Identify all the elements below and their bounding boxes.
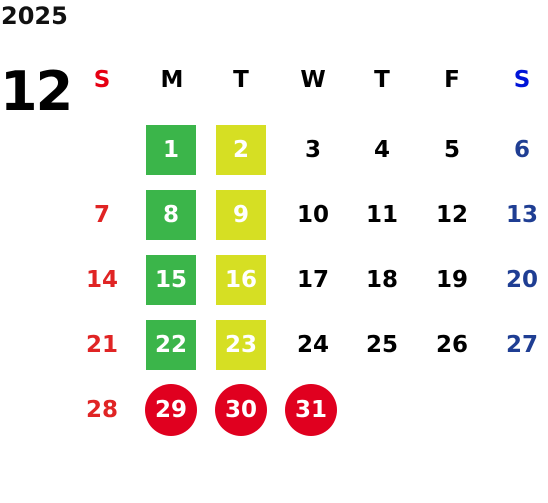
weekday-sun: S (93, 67, 111, 93)
day-19[interactable]: 19 (435, 267, 468, 293)
day-2[interactable]: 2 (216, 125, 266, 175)
day-24[interactable]: 24 (296, 332, 329, 358)
year-label: 2025 (1, 2, 68, 30)
day-21[interactable]: 21 (85, 332, 118, 358)
weekday-mon: M (160, 67, 184, 93)
day-11[interactable]: 11 (365, 202, 398, 228)
day-4[interactable]: 4 (373, 137, 390, 163)
day-31[interactable]: 31 (285, 384, 337, 436)
day-15[interactable]: 15 (146, 255, 196, 305)
day-29[interactable]: 29 (145, 384, 197, 436)
day-13[interactable]: 13 (505, 202, 538, 228)
weekday-fri: F (444, 67, 460, 93)
day-27[interactable]: 27 (505, 332, 538, 358)
weekday-thu: T (374, 67, 390, 93)
day-25[interactable]: 25 (365, 332, 398, 358)
day-22[interactable]: 22 (146, 320, 196, 370)
day-10[interactable]: 10 (296, 202, 329, 228)
day-8[interactable]: 8 (146, 190, 196, 240)
day-5[interactable]: 5 (443, 137, 460, 163)
weekday-sat: S (513, 67, 531, 93)
day-16[interactable]: 16 (216, 255, 266, 305)
weekday-tue: T (233, 67, 249, 93)
day-20[interactable]: 20 (505, 267, 538, 293)
day-6[interactable]: 6 (513, 137, 530, 163)
day-1[interactable]: 1 (146, 125, 196, 175)
day-23[interactable]: 23 (216, 320, 266, 370)
day-17[interactable]: 17 (296, 267, 329, 293)
day-28[interactable]: 28 (85, 397, 118, 423)
month-label: 12 (0, 60, 73, 123)
day-18[interactable]: 18 (365, 267, 398, 293)
day-3[interactable]: 3 (304, 137, 321, 163)
day-9[interactable]: 9 (216, 190, 266, 240)
day-12[interactable]: 12 (435, 202, 468, 228)
day-7[interactable]: 7 (93, 202, 110, 228)
day-14[interactable]: 14 (85, 267, 118, 293)
day-26[interactable]: 26 (435, 332, 468, 358)
day-30[interactable]: 30 (215, 384, 267, 436)
weekday-wed: W (300, 67, 326, 93)
